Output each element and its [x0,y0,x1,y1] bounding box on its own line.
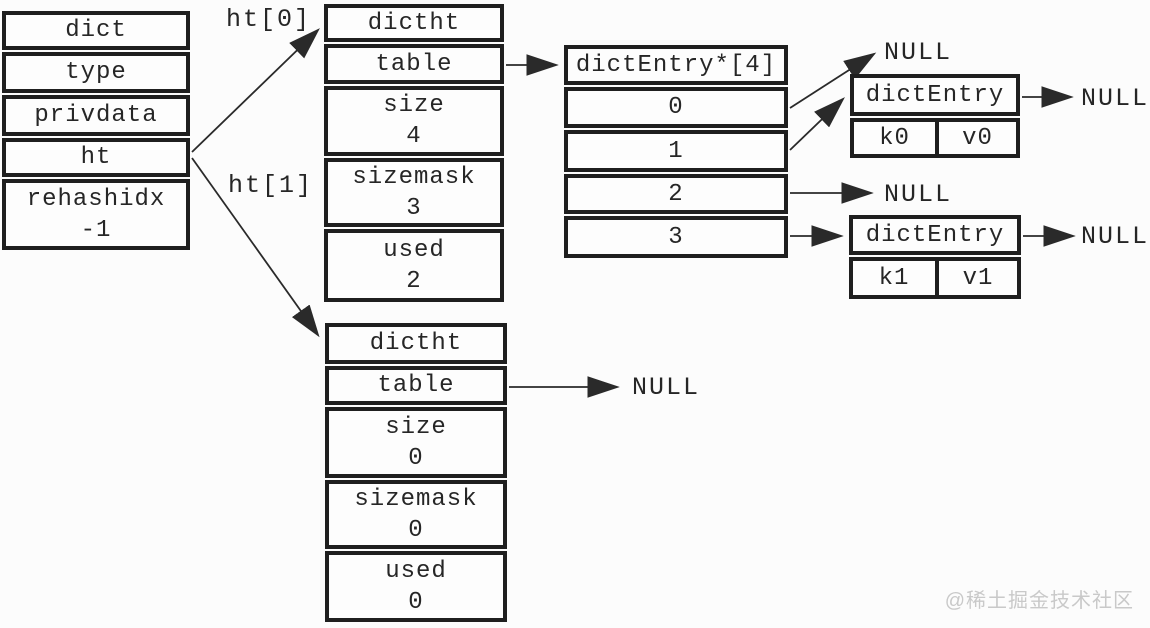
dictht0-row-used: used 2 [324,229,504,302]
row-label: dictEntry [865,81,1005,109]
dict-row-privdata: privdata [2,95,190,136]
dict-entry-0: dictEntry k0 v0 [850,74,1020,158]
row-label: dictht [369,330,463,357]
value-cell: v1 [935,257,1021,299]
key-cell: k1 [849,257,939,299]
row-value: 3 [406,194,422,222]
dictht0-row-title: dictht [324,4,504,42]
row-value: 0 [408,444,424,472]
dict-struct: dict type privdata ht rehashidx -1 [2,11,190,250]
slot-index: 0 [668,94,684,121]
row-label: size [385,413,447,441]
dictht0-row-table: table [324,44,504,84]
dictht1-row-table: table [325,366,507,405]
slot-index: 3 [668,223,684,251]
row-label: dict [65,17,127,44]
dict-row-type: type [2,52,190,93]
row-label: rehashidx [26,185,166,213]
arrow-ht0 [191,28,320,153]
dict-row-title: dict [2,11,190,50]
row-label: used [383,236,445,264]
row-value: 0 [408,588,424,616]
row-value: -1 [80,216,112,244]
dictht1-row-sizemask: sizemask 0 [325,480,507,549]
entry-array: dictEntry*[4] 0 1 2 3 [564,45,788,258]
dict-entry-1-title: dictEntry [849,215,1021,255]
entry-array-slot-0: 0 [564,87,788,128]
row-label: dictEntry [865,221,1005,249]
row-label: sizemask [354,485,478,513]
null-label-entry0-next: NULL [1081,84,1150,113]
row-label: privdata [34,102,158,129]
entry-array-slot-1: 1 [564,130,788,172]
dictht0-row-sizemask: sizemask 3 [324,158,504,227]
dictht1-row-title: dictht [325,323,507,364]
row-label: ht [80,144,112,171]
dictht0-struct: dictht table size 4 sizemask 3 used 2 [324,4,504,302]
row-label: dictht [367,9,461,37]
entry-array-slot-3: 3 [564,216,788,258]
dict-entry-1: dictEntry k1 v1 [849,215,1021,299]
key-cell: k0 [850,118,939,158]
dictht1-row-size: size 0 [325,407,507,478]
slot-index: 1 [668,137,684,165]
row-label: table [377,372,455,399]
ht1-pointer-label: ht[1] [228,171,314,200]
row-label: table [375,50,453,78]
dict-row-ht: ht [2,138,190,177]
entry-array-header: dictEntry*[4] [564,45,788,85]
null-label-ht1-table: NULL [632,373,701,402]
row-value: 2 [406,267,422,295]
null-label-slot0: NULL [884,38,953,67]
dict-entry-1-kv: k1 v1 [849,257,1021,299]
null-label-slot2: NULL [884,180,953,209]
dict-entry-0-title: dictEntry [850,74,1020,116]
row-label: used [385,557,447,585]
watermark: @稀土掘金技术社区 [944,590,1134,612]
dictht1-row-used: used 0 [325,551,507,622]
row-label: dictEntry*[4] [575,51,777,79]
row-value: 4 [406,123,422,150]
row-value: 0 [408,516,424,544]
dictht0-row-size: size 4 [324,86,504,156]
dict-entry-0-kv: k0 v0 [850,118,1020,158]
null-label-entry1-next: NULL [1081,222,1150,251]
value-cell: v0 [935,118,1020,158]
slot-index: 2 [668,180,684,208]
row-label: type [65,59,127,86]
row-label: sizemask [352,163,476,191]
arrow-slot1-to-entry0 [789,97,845,151]
row-label: size [383,92,445,119]
dictht1-struct: dictht table size 0 sizemask 0 used 0 [325,323,507,622]
dict-row-rehashidx: rehashidx -1 [2,179,190,250]
entry-array-slot-2: 2 [564,174,788,214]
ht0-pointer-label: ht[0] [226,5,312,34]
